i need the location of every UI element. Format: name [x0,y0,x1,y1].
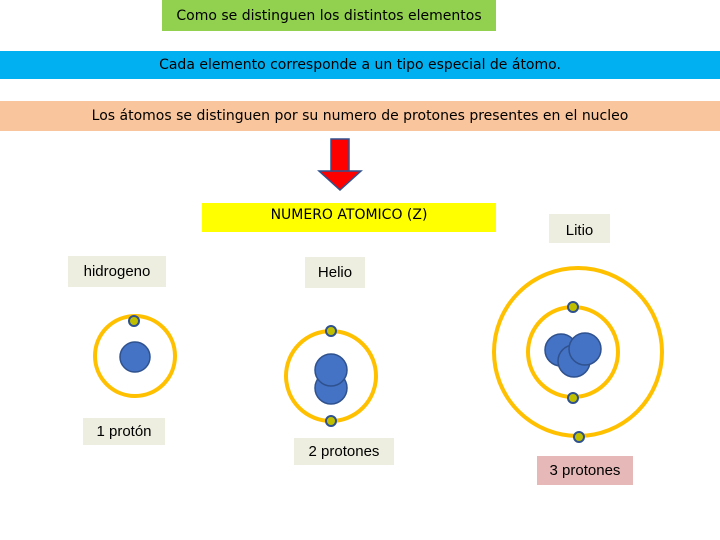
lithium-protons-label: 3 protones [537,456,633,485]
lithium-atom [492,266,664,443]
atomic-number-label: NUMERO ATOMICO (Z) [202,203,496,232]
helium-atom [284,325,378,427]
electron [567,301,579,313]
helium-name: Helio [305,257,365,288]
electron [573,431,585,443]
hydrogen-protons-label: 1 protón [83,418,165,445]
electron [128,315,140,327]
proton [314,353,348,387]
helium-protons-label: 2 protones [294,438,394,465]
proton [568,332,602,366]
statement-element-atom: Cada elemento corresponde a un tipo espe… [0,51,720,79]
statement-protons: Los átomos se distinguen por su numero d… [0,101,720,131]
hydrogen-atom [93,314,177,398]
lithium-name: Litio [549,214,610,243]
proton [119,341,151,373]
electron [567,392,579,404]
page-title: Como se distinguen los distintos element… [162,0,496,31]
electron [325,325,337,337]
electron [325,415,337,427]
down-arrow-icon [317,138,363,192]
hydrogen-name: hidrogeno [68,256,166,287]
